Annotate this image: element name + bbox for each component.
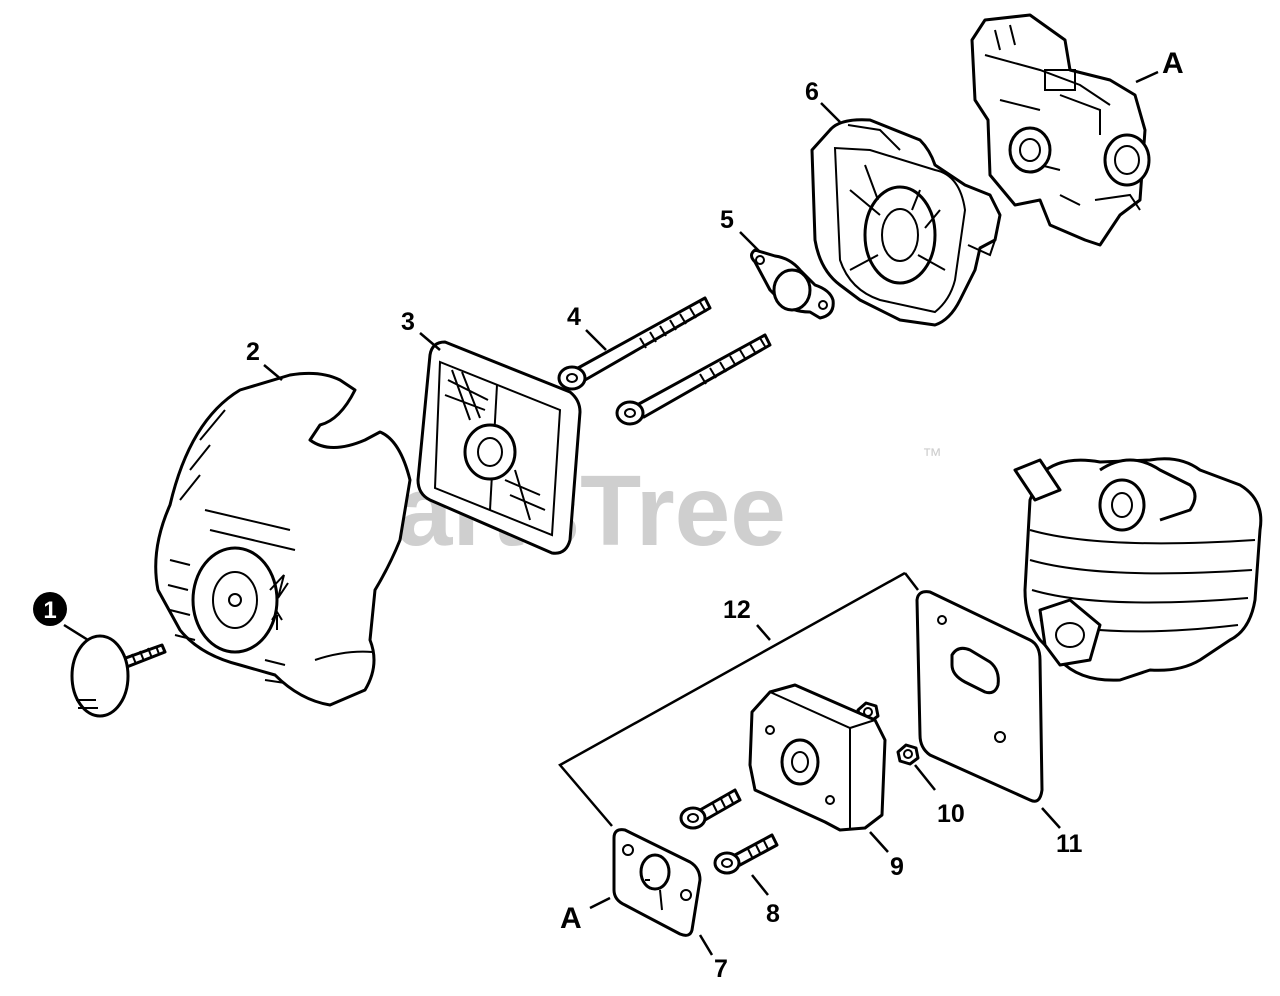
callout-10[interactable]: 10	[937, 800, 965, 828]
leader-10	[914, 764, 936, 791]
callout-8[interactable]: 8	[766, 900, 780, 928]
carburetor[interactable]	[970, 13, 1151, 247]
callout-12[interactable]: 12	[723, 596, 751, 624]
insulator[interactable]	[748, 683, 887, 832]
leader-4	[585, 329, 607, 351]
short-bolts[interactable]	[679, 788, 779, 875]
watermark-trademark: ™	[922, 445, 942, 467]
carburetor-gasket[interactable]	[612, 828, 702, 937]
knob[interactable]	[70, 634, 167, 718]
leader-9	[869, 831, 889, 853]
callout-9[interactable]: 9	[890, 853, 904, 881]
air-cleaner-case[interactable]	[810, 118, 1002, 327]
gasket-kit-bracket-end	[904, 572, 919, 591]
small-bracket[interactable]	[750, 248, 835, 320]
leader-7	[698, 934, 714, 956]
callout-A-top[interactable]: A	[1162, 47, 1184, 80]
leader-1	[63, 623, 89, 642]
leader-6	[820, 102, 841, 123]
callout-A-bottom[interactable]: A	[560, 902, 582, 935]
leader-12	[756, 624, 771, 641]
callout-5[interactable]: 5	[720, 206, 734, 234]
callout-3[interactable]: 3	[401, 308, 415, 336]
leader-5	[739, 231, 761, 253]
leader-3	[419, 332, 441, 351]
cylinder-gasket[interactable]	[915, 590, 1044, 803]
leader-8	[751, 874, 769, 896]
leader-11	[1041, 807, 1061, 829]
leader-2	[263, 364, 283, 381]
callout-2[interactable]: 2	[246, 338, 260, 366]
leader-A-top	[1135, 70, 1159, 84]
cylinder[interactable]	[1013, 457, 1263, 682]
long-bolts[interactable]	[557, 296, 772, 426]
air-filter[interactable]	[416, 340, 582, 555]
leader-A-bottom	[589, 896, 611, 910]
callout-7[interactable]: 7	[714, 955, 728, 983]
air-cleaner-cover[interactable]	[154, 371, 412, 707]
gasket-kit-bracket	[558, 571, 906, 827]
callout-1-text: 1	[43, 597, 56, 624]
callout-4[interactable]: 4	[567, 303, 581, 331]
callout-6[interactable]: 6	[805, 78, 819, 106]
callout-11[interactable]: 11	[1056, 830, 1083, 858]
callout-1[interactable]: 1	[33, 592, 67, 626]
